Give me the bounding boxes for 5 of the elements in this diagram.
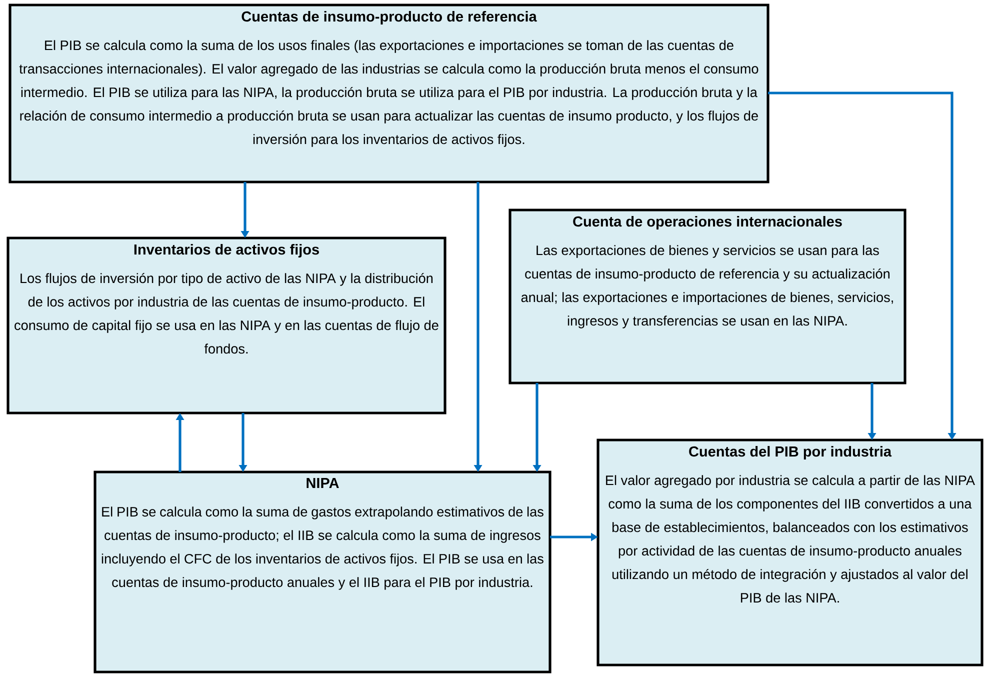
text-box: Cuentas de insumo-producto de referencia El PIB se calcula como la suma de los usos finales (las exportaciones e importaciones se toman de las cuentas de transacciones internacionales). El valor agregado de las industrias se calcula como la producción bruta menos el consumo intermedio. El PIB se utiliza para las NIPA, la producción bruta se utiliza para el PIB por industria. La producción bruta y la relación de consumo intermedio a producción bruta se usan para actualizar las cuentas de insumo producto, y los flujos de inversión para los inventarios de activos fijos. — [8, 4, 770, 184]
text-box: Cuentas del PIB por industria El valor agregado por industria se calcula a partir de las NIPA como la suma de los componentes del IIB convertidos a una base de establecimientos, balanceados con los estimativos por actividad de las cuentas de insumo-producto anuales utilizando un método de integración y ajustados al valor del PIB de las NIPA. — [596, 438, 984, 666]
text-box: NIPA El PIB se calcula como la suma de gastos extrapolando estimativos de las cuentas de insumo-producto; el IIB se calcula como la suma de ingresos incluyendo el CFC de los inventarios de activos fijos. El PIB se usa en las cuentas de insumo-producto anuales y el IIB para el PIB por industria. — [94, 470, 552, 674]
text-box: Inventarios de activos fijos Los flujos de inversión por tipo de activo de las NIPA y la distribución de los activos por industria de las cuentas de insumo-producto. El consumo de capital fijo se usa en las NIPA y en las cuentas de flujo de fondos. — [6, 236, 446, 414]
text-box: Cuenta de operaciones internacionales Las exportaciones de bienes y servicios se usan para las cuentas de insumo-producto de referencia y su actualización anual; las exportaciones e importaciones de bienes, servicios, ingresos y transferencias se usan en las NIPA. — [508, 208, 906, 384]
